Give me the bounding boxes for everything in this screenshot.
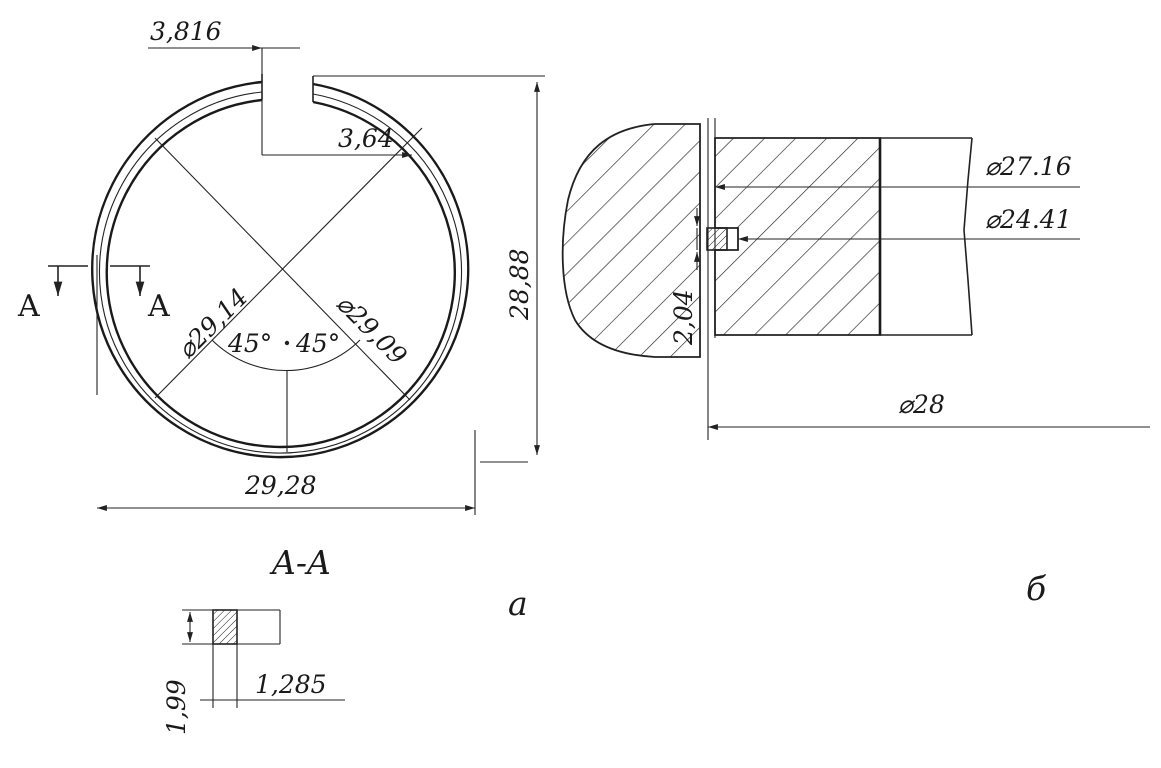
- right-shaft: [714, 137, 881, 336]
- cross-line-2: [154, 127, 423, 399]
- section-title: A-A: [269, 543, 331, 582]
- dim-199-label: 1,99: [162, 679, 191, 735]
- dim-2888-label: 28,88: [505, 248, 534, 321]
- angle-arc: [211, 339, 361, 372]
- label-part-b: б: [1026, 569, 1047, 608]
- dim-28-label: ⌀28: [898, 390, 945, 419]
- ring-outer-arc: [91, 80, 470, 459]
- section-profile: [212, 609, 238, 645]
- ring-inner-arc: [105, 98, 456, 449]
- angle-label-left: 45°: [227, 329, 272, 358]
- angle-dot: [284, 340, 290, 346]
- dim-2928-label: 29,28: [244, 471, 317, 500]
- ring-middle-arc: [98, 91, 462, 454]
- dim-diameter-right: ⌀29,09: [331, 289, 413, 371]
- label-part-a: а: [508, 584, 528, 623]
- dim-364-label: 3,64: [338, 124, 394, 153]
- section-view: A-A 1,99 1,285: [162, 543, 345, 735]
- dim-2441-label: ⌀24.41: [985, 205, 1072, 234]
- ring-in-groove: [706, 227, 728, 251]
- section-mark-left: A: [17, 289, 40, 324]
- ring-view: 3,816 3,64 28,88 29,28 ⌀29,14 ⌀29,09 45°…: [17, 17, 545, 515]
- assembly-view: ⌀27.16 ⌀24.41 2,04 ⌀28: [561, 118, 1150, 440]
- dim-204-label: 2,04: [669, 289, 698, 346]
- shaft-break: [963, 137, 973, 336]
- angle-label-right: 45°: [295, 329, 340, 358]
- left-body: [561, 123, 701, 358]
- dim-3816-label: 3,816: [150, 17, 222, 46]
- dim-2716-label: ⌀27.16: [985, 152, 1072, 181]
- section-mark-right: A: [147, 289, 170, 324]
- dim-1285-label: 1,285: [255, 670, 327, 699]
